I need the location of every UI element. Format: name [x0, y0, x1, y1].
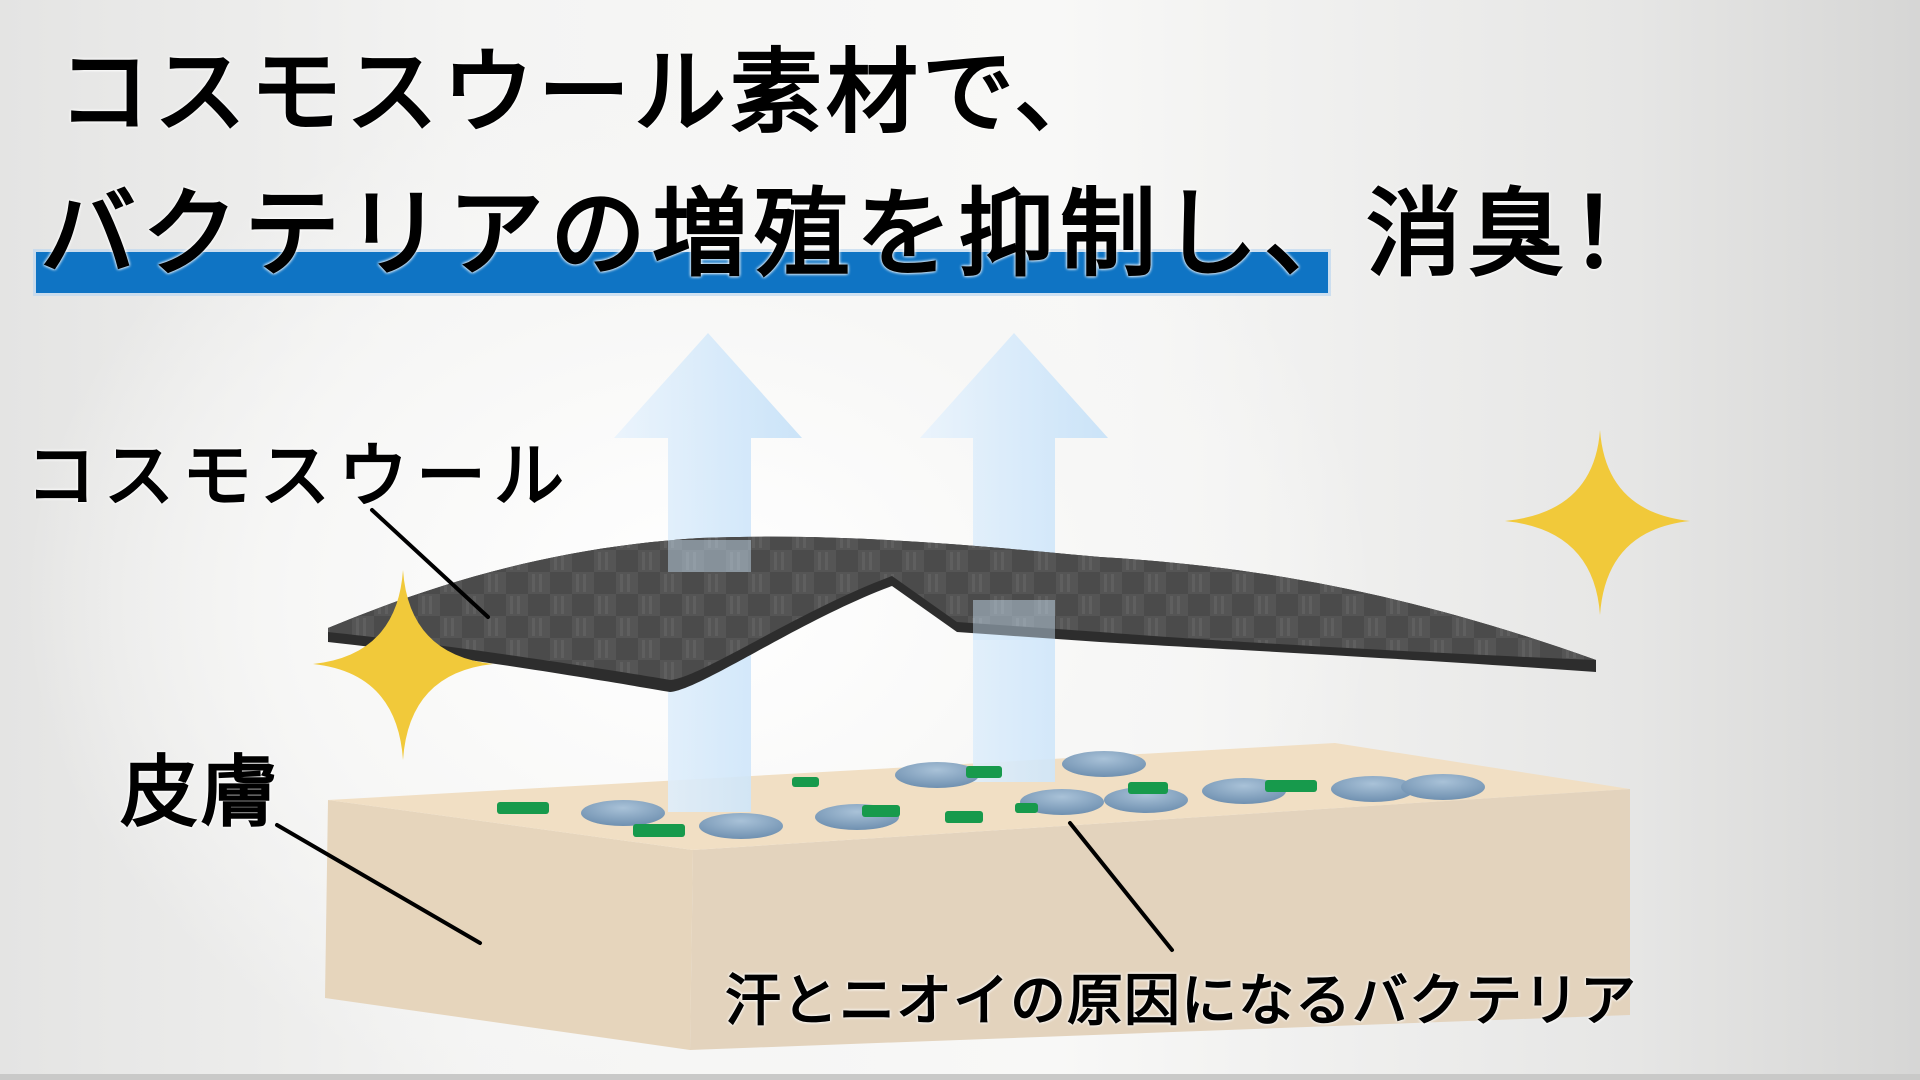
sweat-droplet-icon [699, 813, 783, 839]
skin-side-face [325, 800, 693, 1050]
fabric-surface [328, 536, 1596, 680]
fabric-label: コスモスウール [26, 435, 572, 517]
bacteria-icon [792, 777, 819, 787]
bacteria-label: 汗とニオイの原因になるバクテリア [725, 969, 1637, 1034]
bacteria-icon [945, 811, 983, 823]
bacteria-icon [1128, 782, 1168, 794]
bacteria-group [497, 766, 1317, 837]
bacteria-icon [966, 766, 1002, 778]
bacteria-icon [1265, 780, 1317, 792]
cosmos-wool-fabric [328, 536, 1596, 692]
sweat-droplet-icon [1062, 751, 1146, 777]
bacteria-icon [497, 802, 549, 814]
skin-label: 皮膚 [120, 748, 281, 838]
fabric-leader-line [370, 508, 490, 619]
sweat-droplets [581, 751, 1485, 839]
sparkles [313, 430, 1690, 760]
sweat-droplet-icon [1331, 776, 1415, 802]
sweat-droplet-icon [1104, 787, 1188, 813]
sparkle-icon [313, 570, 493, 760]
leader-lines [275, 508, 1174, 952]
bacteria-icon [633, 824, 685, 837]
sparkle-icon [1505, 430, 1690, 615]
arrow-through-fabric [973, 600, 1055, 640]
arrow-through-fabric [668, 540, 751, 572]
bottom-edge-strip [0, 1074, 1920, 1080]
headline-highlight-bar [36, 252, 1328, 293]
sweat-droplet-icon [1401, 774, 1485, 800]
bacteria-icon [1015, 803, 1038, 813]
sweat-droplet-icon [895, 762, 979, 788]
skin-leader-line [275, 823, 482, 945]
sweat-droplet-icon [581, 800, 665, 826]
headline-line-1: コスモスウール素材で、 [58, 39, 1111, 146]
headline-line-2: バクテリアの増殖を抑制し、消臭！ [40, 178, 1672, 290]
bacteria-leader-line [1068, 821, 1174, 952]
skin-block [325, 743, 1630, 1050]
sweat-droplet-icon [1020, 789, 1104, 815]
bacteria-icon [862, 805, 900, 817]
skin-top-face [328, 743, 1630, 850]
skin-front-face [690, 789, 1630, 1050]
